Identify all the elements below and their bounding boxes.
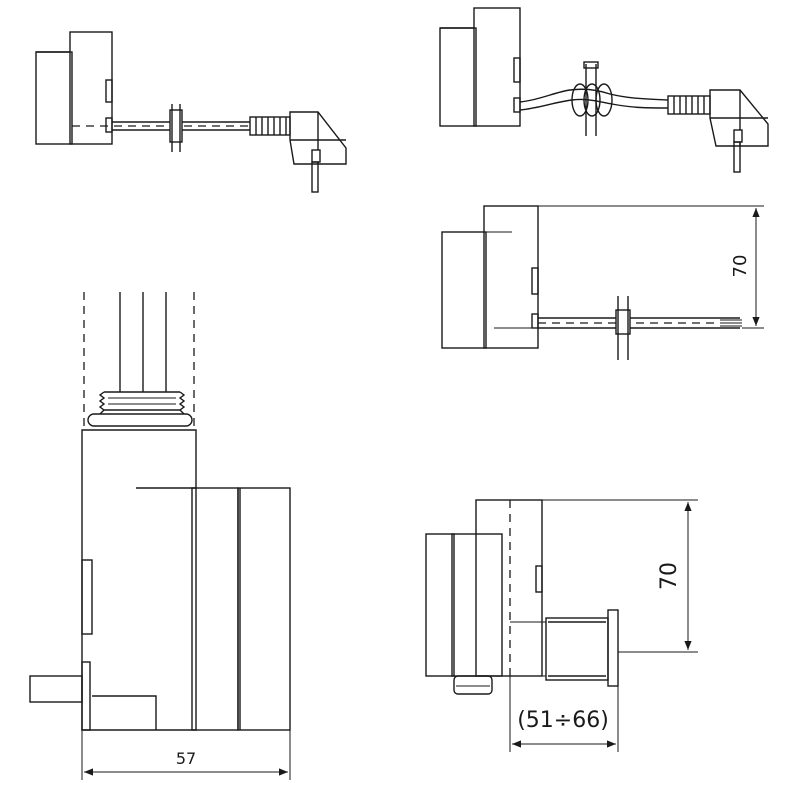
- heater-body: [483, 205, 539, 349]
- heater-body: [473, 7, 521, 127]
- plug: [709, 89, 769, 173]
- cable-gland: [513, 97, 521, 113]
- body-side-panel: [191, 487, 239, 731]
- heater-body: [81, 429, 197, 731]
- front-cap: [237, 487, 291, 731]
- connector-flange: [607, 609, 619, 687]
- heater-front-cap: [439, 27, 477, 127]
- side-button: [105, 79, 113, 103]
- heater-front-cap: [441, 231, 487, 349]
- dimension-label-range: (51÷66): [517, 708, 609, 733]
- coiled-cable: [519, 83, 669, 117]
- cable-gland: [81, 661, 91, 731]
- side-button: [535, 565, 543, 593]
- cable-stub: [29, 675, 83, 703]
- view-straight-cable-plug: [35, 31, 347, 193]
- view-front-threaded: 57: [29, 292, 291, 780]
- bottom-knob: [453, 675, 493, 695]
- base-plate: [92, 695, 157, 730]
- plug: [289, 111, 347, 193]
- plug-pin: [733, 141, 741, 173]
- side-button: [531, 267, 539, 295]
- view-coiled-cable-plug: [439, 7, 769, 173]
- dimension-label-height: 70: [730, 255, 751, 278]
- strain-relief: [667, 95, 711, 115]
- side-button: [513, 57, 521, 83]
- cable-gland: [531, 313, 539, 329]
- threaded-connector: [87, 391, 193, 427]
- side-button: [81, 559, 93, 635]
- heater-front-cap: [425, 533, 455, 677]
- view-side-adjustable: 70 (51÷66): [425, 499, 698, 752]
- heater-mid-section: [451, 533, 503, 677]
- view-open-cable-end: 70: [441, 205, 764, 360]
- seal-ring: [87, 413, 193, 427]
- plug-pin: [311, 161, 319, 193]
- dimension-label-width: 57: [176, 749, 196, 768]
- heater-front-cap: [35, 51, 73, 145]
- dimension-label-height: 70: [657, 562, 682, 590]
- cable-gland: [105, 117, 113, 133]
- strain-relief: [249, 116, 291, 136]
- pipe-connector: [510, 609, 619, 687]
- heater-body: [475, 499, 543, 677]
